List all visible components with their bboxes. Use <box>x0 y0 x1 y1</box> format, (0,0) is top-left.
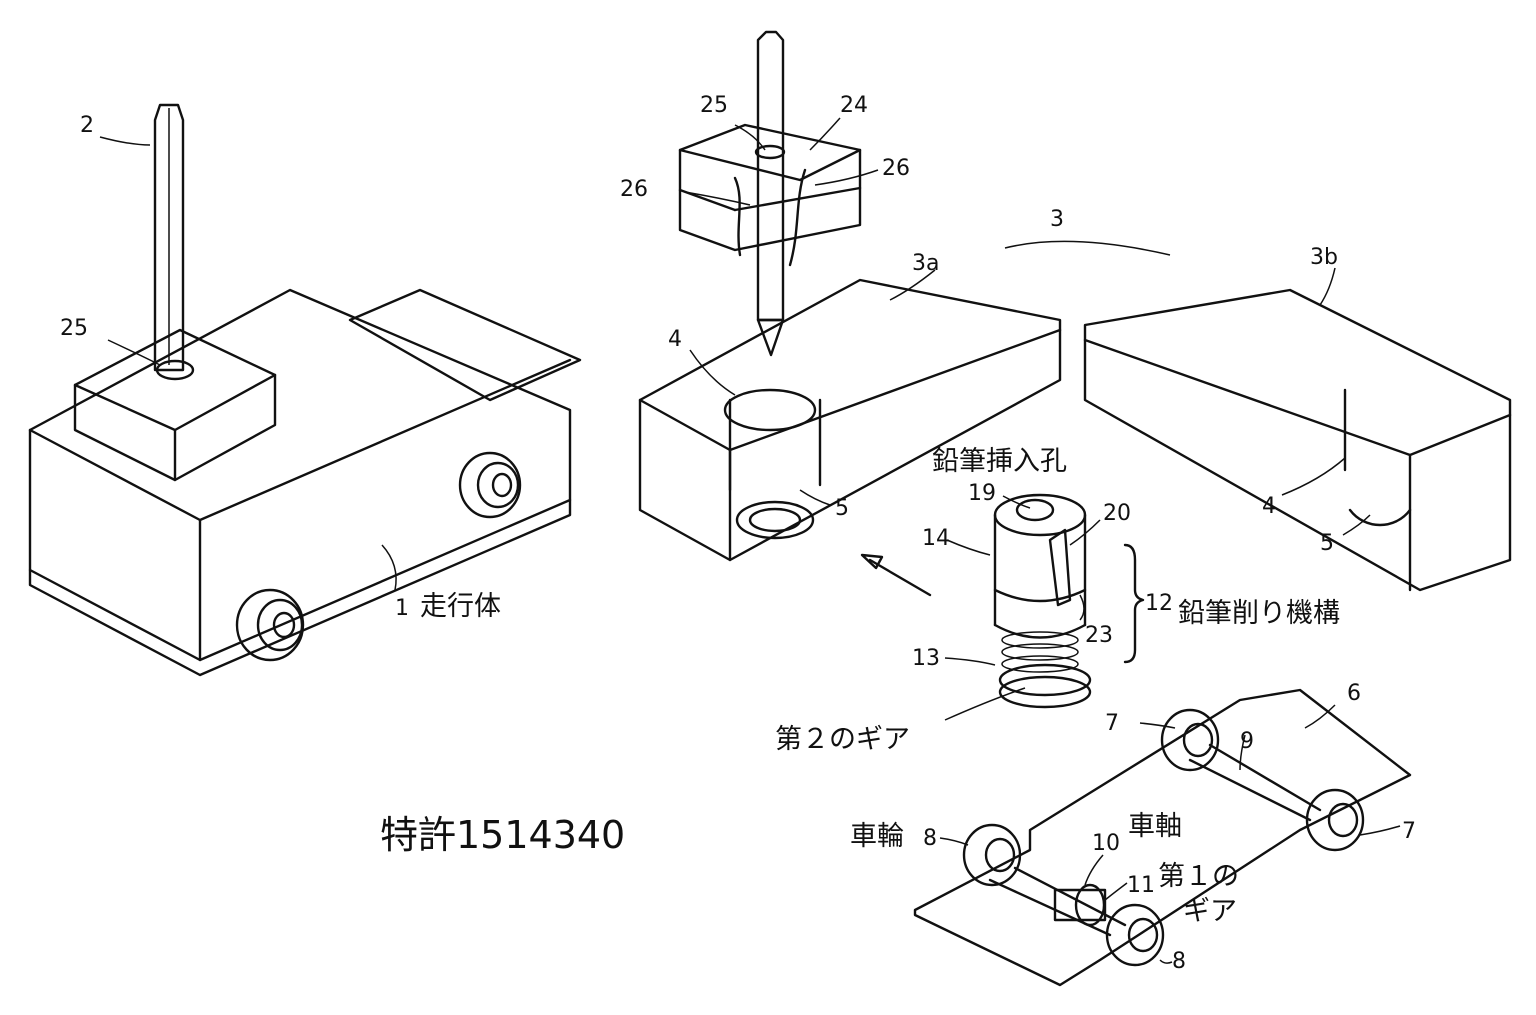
ref-25-left: 25 <box>60 316 88 341</box>
sharpener-cylinder-14 <box>993 493 1087 639</box>
ref-8-left: 8 <box>923 826 937 851</box>
brace-12 <box>1123 543 1145 664</box>
leader-lines <box>99 117 1401 964</box>
label-sharpener-mechanism: 鉛筆削り機構 <box>1178 598 1340 629</box>
cap-block-24 <box>678 123 862 267</box>
first-gear-11 <box>1053 883 1107 927</box>
vehicle-body <box>28 103 582 677</box>
ref-5-left: 5 <box>835 496 849 521</box>
ref-7-top: 7 <box>1105 711 1119 736</box>
ref-3: 3 <box>1050 207 1064 232</box>
ref-25-cap: 25 <box>700 93 728 118</box>
vehicle-wheel-rear <box>458 451 522 519</box>
ref-20: 20 <box>1103 501 1131 526</box>
ref-26-left: 26 <box>620 177 648 202</box>
axle-9-10 <box>1013 743 1322 927</box>
ref-24: 24 <box>840 93 868 118</box>
ref-19: 19 <box>968 481 996 506</box>
ref-12: 12 <box>1145 591 1173 616</box>
label-wheel: 車輪 <box>850 821 904 852</box>
ref-14: 14 <box>922 526 950 551</box>
ref-9: 9 <box>1240 729 1254 754</box>
ref-10: 10 <box>1092 831 1120 856</box>
ref-3b: 3b <box>1310 245 1338 270</box>
ref-7-right: 7 <box>1402 819 1416 844</box>
label-second-gear: 第２のギア <box>775 724 910 755</box>
ref-2: 2 <box>80 113 94 138</box>
chassis-wheels <box>962 708 1365 967</box>
assembly-arrow <box>860 553 932 597</box>
pencil <box>756 30 785 357</box>
ref-4-right: 4 <box>1262 494 1276 519</box>
ref-13: 13 <box>912 646 940 671</box>
ref-26-right: 26 <box>882 156 910 181</box>
ref-11: 11 <box>1127 873 1155 898</box>
ref-6: 6 <box>1347 681 1361 706</box>
ref-1: 1 <box>395 596 409 621</box>
ref-8-bottom: 8 <box>1172 949 1186 974</box>
housing-half-3b <box>1083 288 1512 592</box>
label-first-gear-1: 第１の <box>1158 861 1239 892</box>
bottom-gear-housing <box>735 500 815 540</box>
patent-title: 特許1514340 <box>380 813 625 857</box>
ref-23: 23 <box>1085 623 1113 648</box>
housing-half-3a <box>638 278 1062 562</box>
label-axle: 車軸 <box>1128 811 1182 842</box>
ref-4-left: 4 <box>668 327 682 352</box>
label-travel-body: 走行体 <box>420 591 501 622</box>
ref-5-right: 5 <box>1320 531 1334 556</box>
vehicle-wheel-front <box>235 588 305 662</box>
spring-13 <box>998 631 1092 709</box>
label-pencil-hole: 鉛筆挿入孔 <box>932 446 1067 477</box>
label-first-gear-2: ギア <box>1183 896 1237 927</box>
ref-3a: 3a <box>912 251 939 276</box>
